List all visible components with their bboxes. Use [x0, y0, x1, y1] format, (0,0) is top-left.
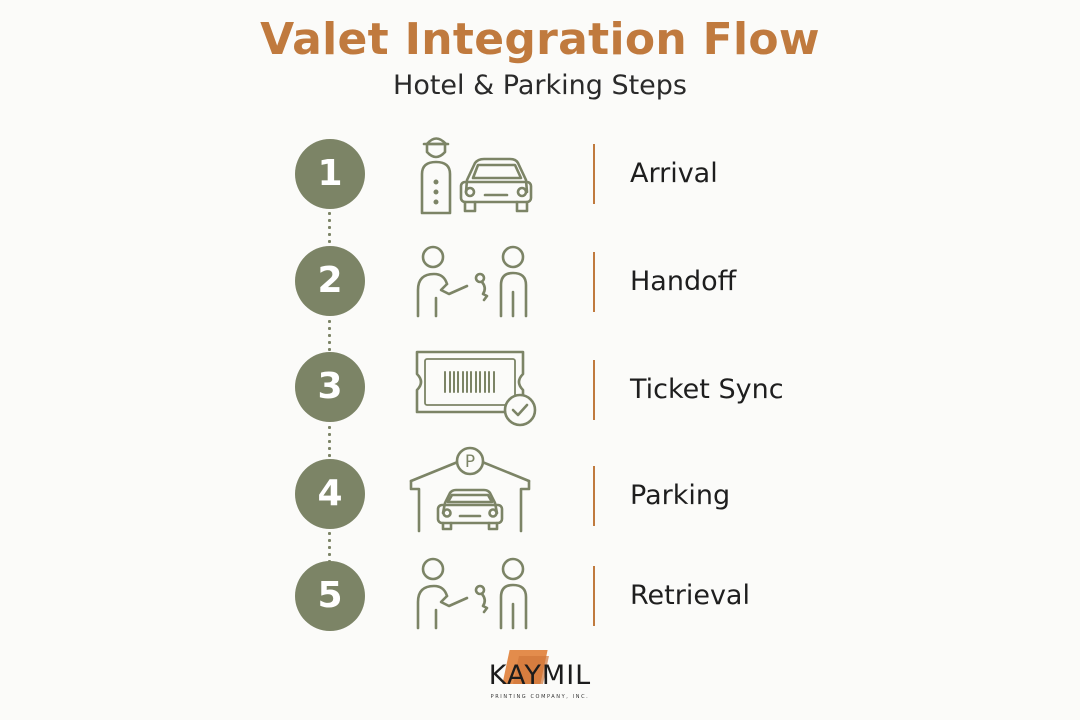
step-number: 1	[295, 139, 365, 209]
key-return-icon	[405, 552, 535, 636]
svg-text:P: P	[465, 452, 475, 472]
step-label: Ticket Sync	[630, 374, 784, 405]
step-number: 5	[295, 561, 365, 631]
logo-wordmark: KAYMIL	[488, 660, 592, 691]
connector-dots	[328, 318, 331, 354]
step-divider	[593, 566, 595, 626]
step-number: 3	[295, 352, 365, 422]
logo-tagline: PRINTING COMPANY, INC.	[490, 694, 590, 700]
step-number: 4	[295, 459, 365, 529]
parking-garage-car-icon: P	[405, 440, 535, 533]
connector-dots	[328, 424, 331, 460]
page-subtitle: Hotel & Parking Steps	[393, 70, 687, 101]
step-label: Handoff	[630, 266, 737, 297]
page-title: Valet Integration Flow	[260, 14, 820, 65]
valet-attendant-and-car-icon	[405, 132, 535, 216]
step-label: Arrival	[630, 158, 718, 189]
company-logo: KAYMIL PRINTING COMPANY, INC.	[470, 648, 610, 708]
connector-dots	[328, 530, 331, 566]
step-divider	[593, 360, 595, 420]
step-label: Retrieval	[630, 580, 750, 611]
connector-dots	[328, 210, 331, 246]
step-label: Parking	[630, 480, 731, 511]
step-divider	[593, 144, 595, 204]
step-divider	[593, 466, 595, 526]
step-divider	[593, 252, 595, 312]
step-number: 2	[295, 246, 365, 316]
barcode-ticket-check-icon	[405, 346, 537, 430]
key-handoff-icon	[405, 240, 535, 324]
